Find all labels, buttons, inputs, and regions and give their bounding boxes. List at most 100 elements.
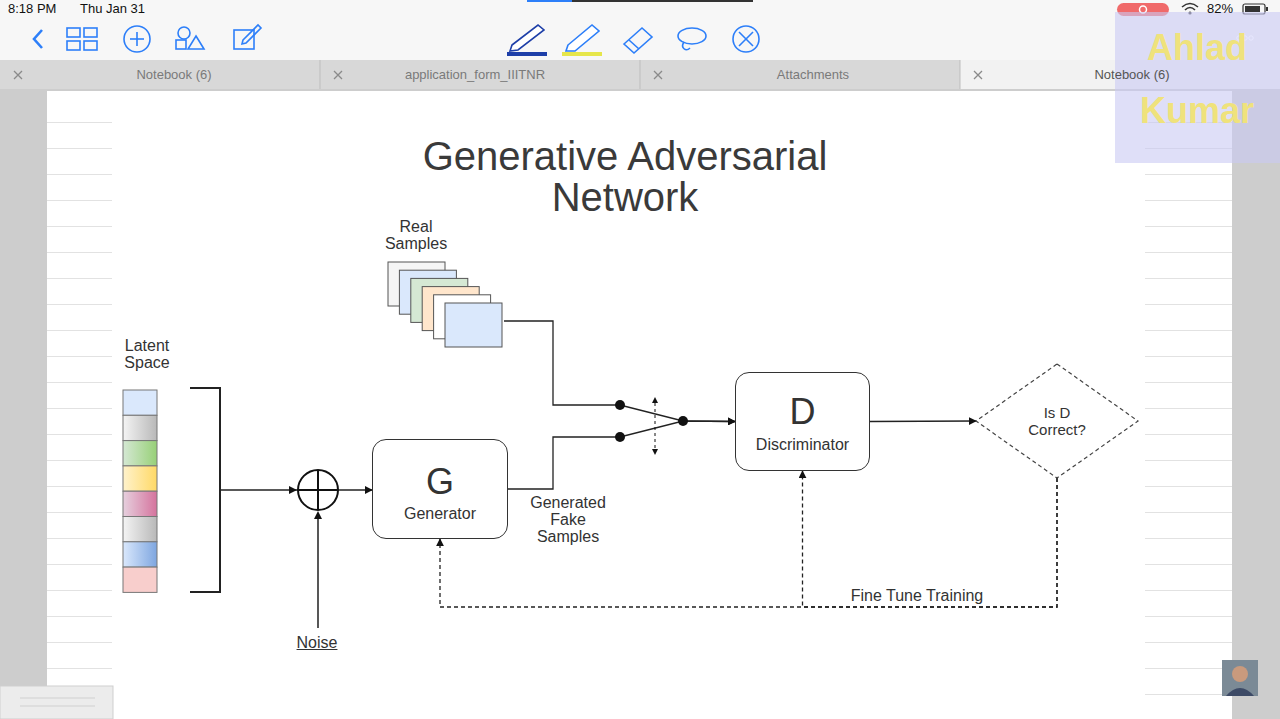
grid-icon: [67, 41, 80, 50]
tab-close: [974, 71, 982, 79]
status-icons: [1182, 4, 1198, 11]
eraser-tool: [629, 40, 639, 49]
watermark: Ahlad Kumar: [1132, 16, 1262, 142]
highlighter-tool: [566, 25, 599, 51]
tab-bar: [960, 60, 961, 89]
shapes-icon: [176, 40, 186, 49]
eraser-tool: [624, 28, 652, 53]
watermark-panel: [1249, 36, 1253, 40]
clear-tool: [733, 26, 759, 52]
watermark-panel: [1115, 12, 1280, 163]
watermark-panel: [1115, 12, 1280, 163]
notebook-page: [20, 698, 95, 699]
switch: [652, 397, 658, 403]
grid-icon: [67, 28, 97, 50]
real-samples-stack: [445, 303, 502, 347]
pen-tool: [510, 25, 544, 51]
noise-input-line: [314, 511, 322, 519]
status-icons: [1245, 6, 1260, 12]
latent-vector: [123, 542, 157, 567]
toolbar: [572, 0, 753, 2]
connector-layer: [220, 321, 1057, 607]
shapes-icon: [176, 27, 204, 49]
tab-bar: [640, 60, 641, 89]
tab-close: [14, 71, 22, 79]
latent-vector: [123, 491, 157, 516]
input-label: Noise: [277, 633, 357, 652]
diagram-title: Generative Adversarial Network: [345, 136, 905, 218]
noise-input-line: [314, 511, 322, 628]
output-label: Generated Fake Samples: [518, 494, 618, 545]
clear-tool: [733, 26, 759, 52]
tab-title: Notebook (6): [1002, 67, 1262, 83]
tab-bar: [0, 60, 1280, 89]
notebook-page: [47, 91, 1232, 719]
notebook-page: [1145, 110, 1232, 700]
sum-junction: [298, 470, 338, 510]
switch: [615, 400, 625, 410]
latent-vector: [123, 466, 157, 491]
grid-icon: [84, 28, 97, 37]
sum-junction: [289, 470, 338, 510]
generator-box: GGenerator: [372, 439, 508, 539]
flow-arrow: [508, 421, 735, 489]
notebook-page: [20, 706, 95, 707]
highlighter-tool: [562, 25, 602, 56]
latent-vector: [123, 567, 157, 592]
latent-vector: [123, 441, 157, 466]
switch: [678, 416, 688, 426]
toolbar: [0, 0, 1280, 60]
clear-tool: [739, 32, 753, 46]
clear-tool: [739, 32, 753, 46]
toolbar: [527, 0, 572, 2]
notebook-page: [0, 89, 1280, 719]
notebook-page: [0, 89, 1280, 719]
latent-vector: [123, 517, 157, 542]
shapes-icon: [178, 27, 190, 39]
status-text: 8:18 PM: [8, 1, 56, 17]
switch: [652, 449, 658, 455]
diamond-outline: [976, 364, 1138, 478]
presenter-avatar: [1226, 688, 1254, 696]
tab-title: Notebook (6): [44, 67, 304, 83]
presenter-avatar: [1232, 666, 1248, 682]
switch: [615, 397, 688, 455]
bracket: [190, 388, 220, 592]
sum-junction: [289, 486, 297, 494]
tab-close: [654, 71, 662, 79]
real-samples-stack: [388, 262, 502, 347]
lasso-tool: [683, 42, 690, 50]
add-icon: [124, 26, 150, 52]
eraser-tool: [624, 28, 652, 53]
presenter-avatar: [1222, 660, 1258, 696]
switch: [655, 403, 656, 448]
tab-bar: [0, 60, 1280, 89]
decision-diamond: Is D Correct?: [976, 364, 1138, 478]
edge-label: Fine Tune Training: [848, 587, 987, 605]
sample-stack: Real Samples: [380, 218, 504, 348]
discriminator-box: DDiscriminator: [735, 372, 870, 471]
latent-space: Latent Space: [108, 337, 220, 595]
node-label: Real Samples: [380, 218, 452, 252]
flow-arrow: [504, 321, 735, 422]
highlighter-tool: [562, 52, 602, 56]
tab-title: application_form_IIITNR: [345, 67, 605, 83]
grid-icon: [67, 28, 80, 37]
add-icon: [136, 32, 138, 46]
feedback-arrow: [440, 478, 1057, 607]
sum-junction: [298, 489, 338, 491]
status-text: Thu Jan 31: [80, 1, 145, 17]
notebook-page: [0, 686, 113, 719]
node-label: Generator: [404, 504, 476, 524]
node-letter: G: [426, 462, 454, 502]
noise-input-line: [317, 516, 318, 628]
pen-tool: [507, 52, 547, 56]
tab-bar: [320, 60, 321, 89]
latent-vector: [123, 390, 157, 592]
lasso-tool: [678, 28, 706, 50]
toolbar: [34, 30, 42, 48]
toolbar: [0, 0, 1280, 60]
